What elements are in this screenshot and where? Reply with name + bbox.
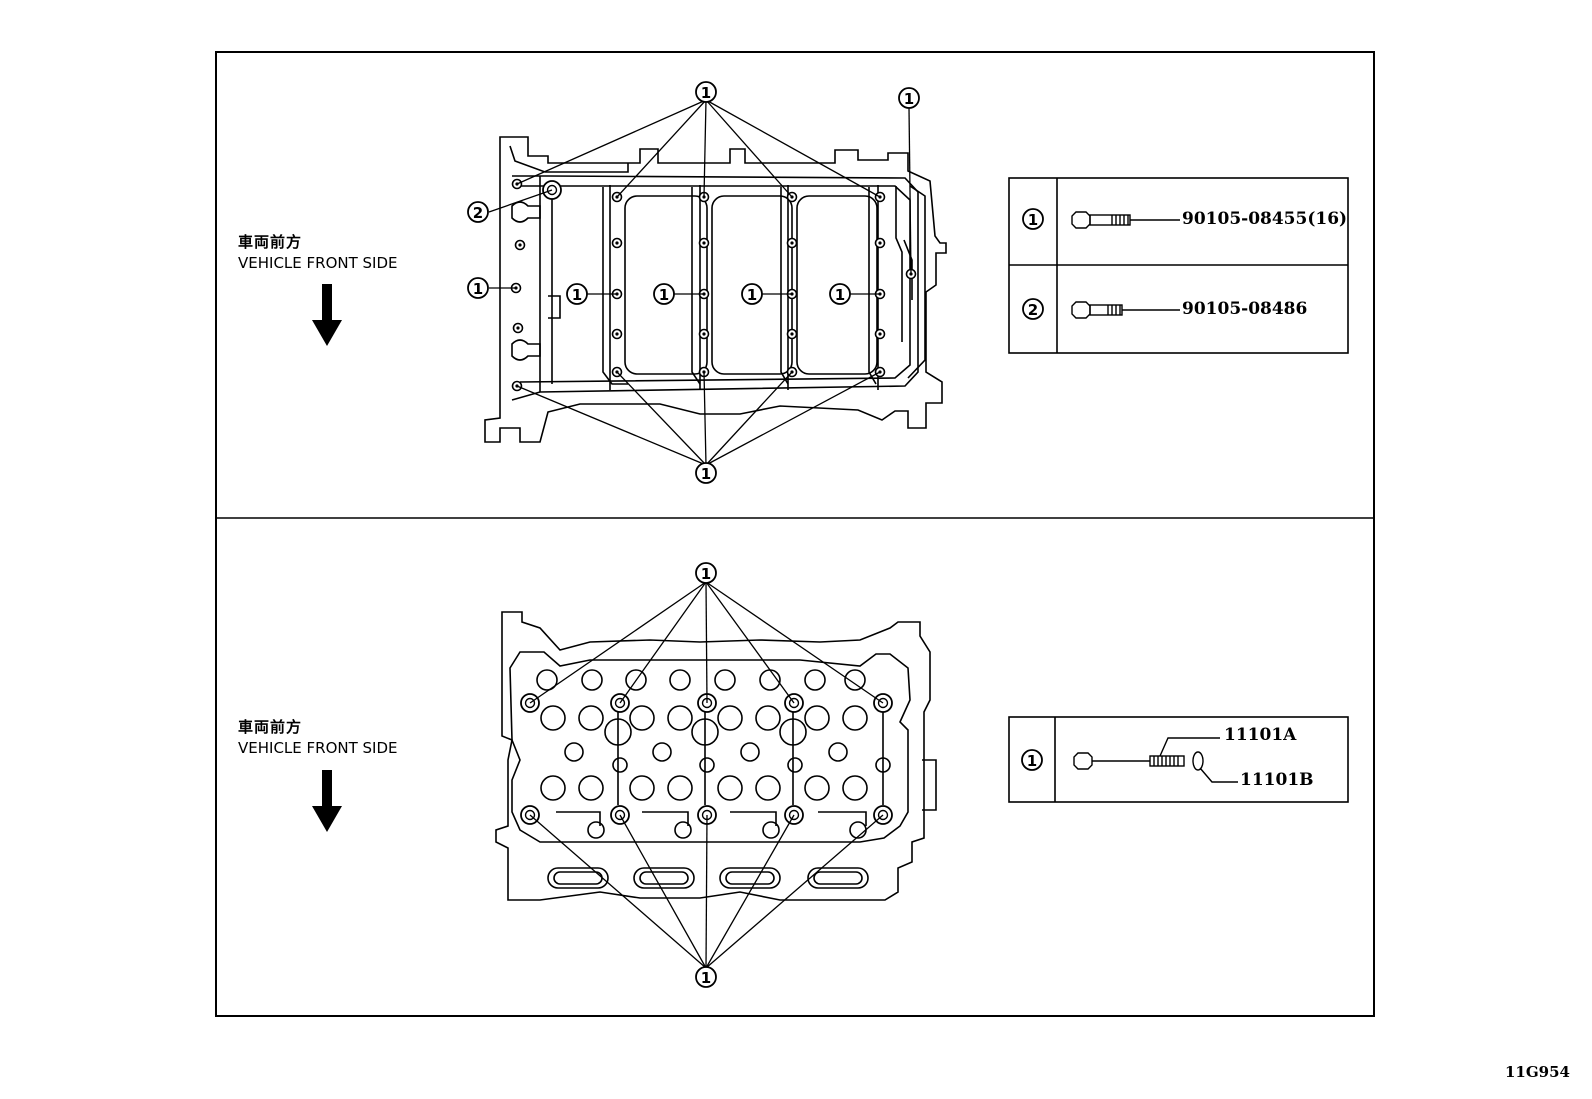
down-arrow-icon bbox=[312, 284, 342, 348]
part-number: 90105-08486 bbox=[1182, 299, 1308, 319]
vehicle-front-label: 車両前方 VEHICLE FRONT SIDE bbox=[238, 717, 398, 759]
parts-table-top bbox=[1008, 177, 1349, 354]
part-number: 90105-08455(16) bbox=[1182, 209, 1348, 229]
direction-jp: 車両前方 bbox=[238, 233, 303, 251]
crankcase-drawing bbox=[484, 136, 947, 443]
vehicle-front-label: 車両前方 VEHICLE FRONT SIDE bbox=[238, 232, 398, 274]
bolt-with-washer-icon bbox=[1073, 737, 1238, 783]
parts-table-bottom bbox=[1008, 716, 1349, 803]
bolt-icon bbox=[1071, 211, 1180, 229]
direction-en: VEHICLE FRONT SIDE bbox=[238, 739, 398, 757]
crankcase-leaders bbox=[488, 99, 912, 466]
part-number-a: 11101A bbox=[1224, 725, 1297, 745]
bolt-icon bbox=[1071, 301, 1180, 319]
crankcase-callouts bbox=[467, 81, 920, 484]
cylinder-head-bolts bbox=[520, 693, 893, 825]
direction-en: VEHICLE FRONT SIDE bbox=[238, 254, 398, 272]
cylinder-head-leaders bbox=[529, 581, 884, 969]
direction-jp: 車両前方 bbox=[238, 718, 303, 736]
part-number-b: 11101B bbox=[1240, 770, 1314, 790]
down-arrow-icon bbox=[312, 770, 342, 834]
outer-frame bbox=[215, 51, 1375, 1017]
figure-code: 11G954 bbox=[1505, 1063, 1570, 1081]
cylinder-head-drawing bbox=[495, 611, 937, 901]
